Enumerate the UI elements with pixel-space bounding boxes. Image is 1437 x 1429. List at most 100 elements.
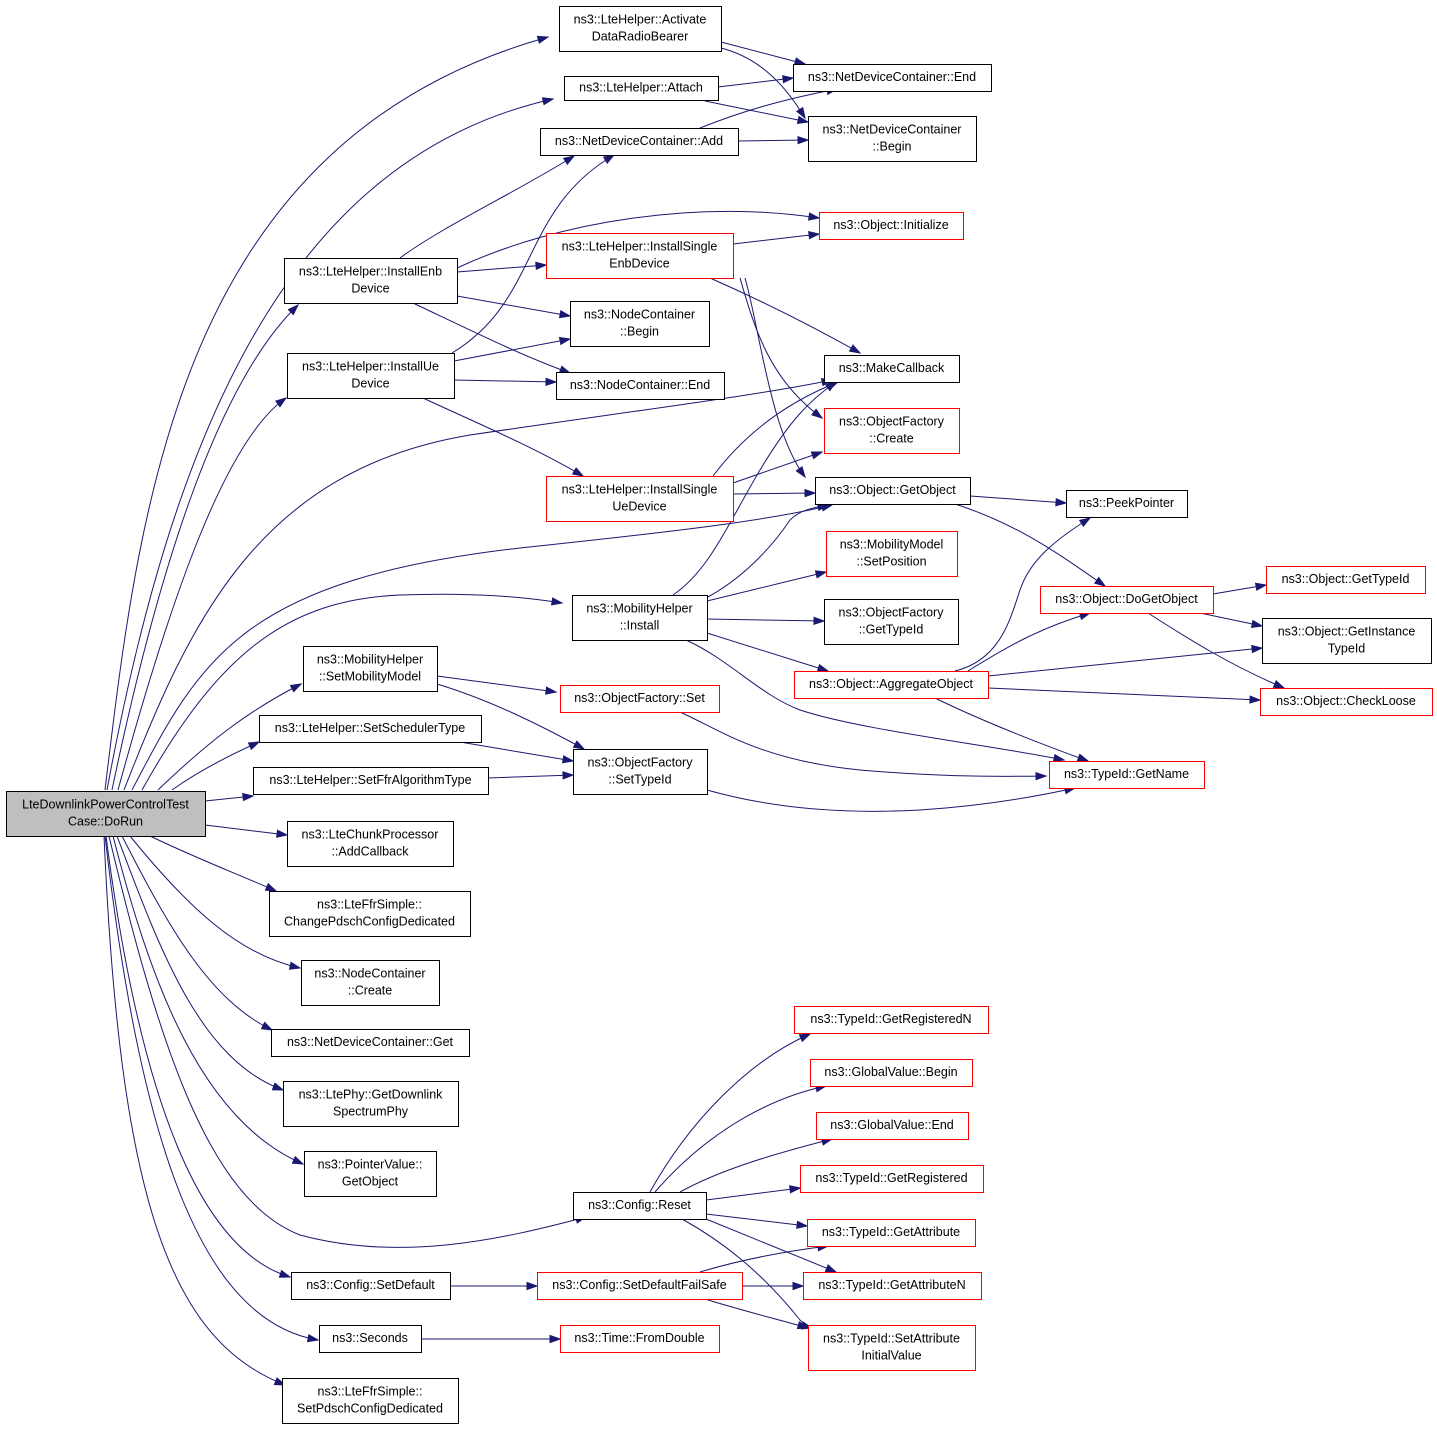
node-box[interactable] [815,477,971,505]
node-box[interactable] [253,767,489,795]
node-ns3-typeid-getregistered[interactable]: ns3::TypeId::GetRegistered [800,1165,984,1193]
node-box[interactable] [800,1165,984,1193]
node-ns3-typeid-getattributen[interactable]: ns3::TypeId::GetAttributeN [803,1272,982,1300]
node-box[interactable] [810,1059,973,1087]
node-box[interactable] [269,891,471,937]
node-box[interactable] [803,1272,982,1300]
node-box[interactable] [824,355,960,383]
node-box[interactable] [537,1272,743,1300]
node-box[interactable] [304,1151,437,1197]
node-box[interactable] [1262,618,1432,664]
node-box[interactable] [573,749,708,795]
node-box[interactable] [319,1325,422,1353]
node-box[interactable] [301,960,440,1006]
node-ns3-pointervalue-getobject[interactable]: ns3::PointerValue::GetObject [304,1151,437,1197]
node-ns3-ltehelper-attach[interactable]: ns3::LteHelper::Attach [564,76,719,101]
node-ns3-object-aggregateobject[interactable]: ns3::Object::AggregateObject [794,671,989,699]
node-ns3-objectfactory-gettypeid[interactable]: ns3::ObjectFactory::GetTypeId [824,599,959,645]
node-box[interactable] [546,476,734,522]
node-ns3-makecallback[interactable]: ns3::MakeCallback [824,355,960,383]
node-box[interactable] [1260,688,1433,716]
node-ns3-lteffrsimple-changepdschconfigdedicated[interactable]: ns3::LteFfrSimple::ChangePdschConfigDedi… [269,891,471,937]
node-ns3-objectfactory-set[interactable]: ns3::ObjectFactory::Set [560,685,720,713]
node-ns3-object-checkloose[interactable]: ns3::Object::CheckLoose [1260,688,1433,716]
node-ns3-peekpointer[interactable]: ns3::PeekPointer [1066,490,1188,518]
node-box[interactable] [546,233,734,279]
node-ns3-netdevicecontainer-end[interactable]: ns3::NetDeviceContainer::End [793,64,992,92]
node-ns3-object-dogetobject[interactable]: ns3::Object::DoGetObject [1040,586,1214,614]
node-ns3-typeid-getregisteredn[interactable]: ns3::TypeId::GetRegisteredN [794,1006,989,1034]
node-box[interactable] [572,595,708,641]
node-ns3-ltechunkprocessor-addcallback[interactable]: ns3::LteChunkProcessor::AddCallback [287,821,454,867]
node-box[interactable] [570,301,710,347]
node-ns3-netdevicecontainer-get[interactable]: ns3::NetDeviceContainer::Get [271,1029,470,1057]
node-box[interactable] [303,646,438,692]
node-ns3-objectfactory-create[interactable]: ns3::ObjectFactory::Create [824,408,960,454]
node-ns3-globalvalue-begin[interactable]: ns3::GlobalValue::Begin [810,1059,973,1087]
node-ns3-ltehelper-setffralgorithmtype[interactable]: ns3::LteHelper::SetFfrAlgorithmType [253,767,489,795]
node-box[interactable] [560,685,720,713]
node-box[interactable] [807,1219,976,1247]
node-box[interactable] [808,116,977,162]
node-ns3-object-gettypeid[interactable]: ns3::Object::GetTypeId [1266,566,1426,594]
node-box[interactable] [793,64,992,92]
node-ns3-typeid-getattribute[interactable]: ns3::TypeId::GetAttribute [807,1219,976,1247]
node-box[interactable] [1066,490,1188,518]
node-box[interactable] [540,128,739,156]
node-ns3-lteffrsimple-setpdschconfigdedicated[interactable]: ns3::LteFfrSimple::SetPdschConfigDedicat… [282,1378,459,1424]
node-box[interactable] [816,1112,969,1140]
node-box[interactable] [794,1006,989,1034]
node-ns3-mobilityhelper-setmobilitymodel[interactable]: ns3::MobilityHelper::SetMobilityModel [303,646,438,692]
node-box[interactable] [6,791,206,837]
node-box[interactable] [559,6,722,52]
node-box[interactable] [284,258,458,304]
node-box[interactable] [291,1272,451,1300]
node-ns3-objectfactory-settypeid[interactable]: ns3::ObjectFactory::SetTypeId [573,749,708,795]
node-box[interactable] [287,821,454,867]
node-ns3-config-setdefaultfailsafe[interactable]: ns3::Config::SetDefaultFailSafe [537,1272,743,1300]
node-box[interactable] [824,599,959,645]
node-ns3-time-fromdouble[interactable]: ns3::Time::FromDouble [560,1325,720,1353]
node-ns3-nodecontainer-begin[interactable]: ns3::NodeContainer::Begin [570,301,710,347]
node-box[interactable] [564,76,719,101]
node-box[interactable] [573,1192,707,1220]
node-ns3-nodecontainer-end[interactable]: ns3::NodeContainer::End [556,372,725,400]
node-ns3-object-getobject[interactable]: ns3::Object::GetObject [815,477,971,505]
node-box[interactable] [819,212,964,240]
node-ns3-config-reset[interactable]: ns3::Config::Reset [573,1192,707,1220]
node-box[interactable] [259,715,482,743]
node-box[interactable] [824,408,960,454]
node-box[interactable] [287,353,455,399]
node-box[interactable] [1266,566,1426,594]
node-ns3-mobilitymodel-setposition[interactable]: ns3::MobilityModel::SetPosition [826,531,958,577]
node-box[interactable] [794,671,989,699]
node-ns3-ltehelper-setschedulertype[interactable]: ns3::LteHelper::SetSchedulerType [259,715,482,743]
node-box[interactable] [826,531,958,577]
node-ns3-config-setdefault[interactable]: ns3::Config::SetDefault [291,1272,451,1300]
node-ns3-object-initialize[interactable]: ns3::Object::Initialize [819,212,964,240]
node-box[interactable] [556,372,725,400]
node-box[interactable] [1049,761,1205,789]
node-box[interactable] [808,1325,976,1371]
node-box[interactable] [1040,586,1214,614]
node-box[interactable] [282,1378,459,1424]
node-ns3-globalvalue-end[interactable]: ns3::GlobalValue::End [816,1112,969,1140]
node-ns3-netdevicecontainer-add[interactable]: ns3::NetDeviceContainer::Add [540,128,739,156]
node-box[interactable] [283,1081,459,1127]
node-ns3-mobilityhelper-install[interactable]: ns3::MobilityHelper::Install [572,595,708,641]
node-ns3-typeid-getname[interactable]: ns3::TypeId::GetName [1049,761,1205,789]
node-box[interactable] [560,1325,720,1353]
node-ns3-seconds[interactable]: ns3::Seconds [319,1325,422,1353]
node-ns3-nodecontainer-create[interactable]: ns3::NodeContainer::Create [301,960,440,1006]
node-box[interactable] [271,1029,470,1057]
node-ns3-netdevicecontainer-begin[interactable]: ns3::NetDeviceContainer::Begin [808,116,977,162]
